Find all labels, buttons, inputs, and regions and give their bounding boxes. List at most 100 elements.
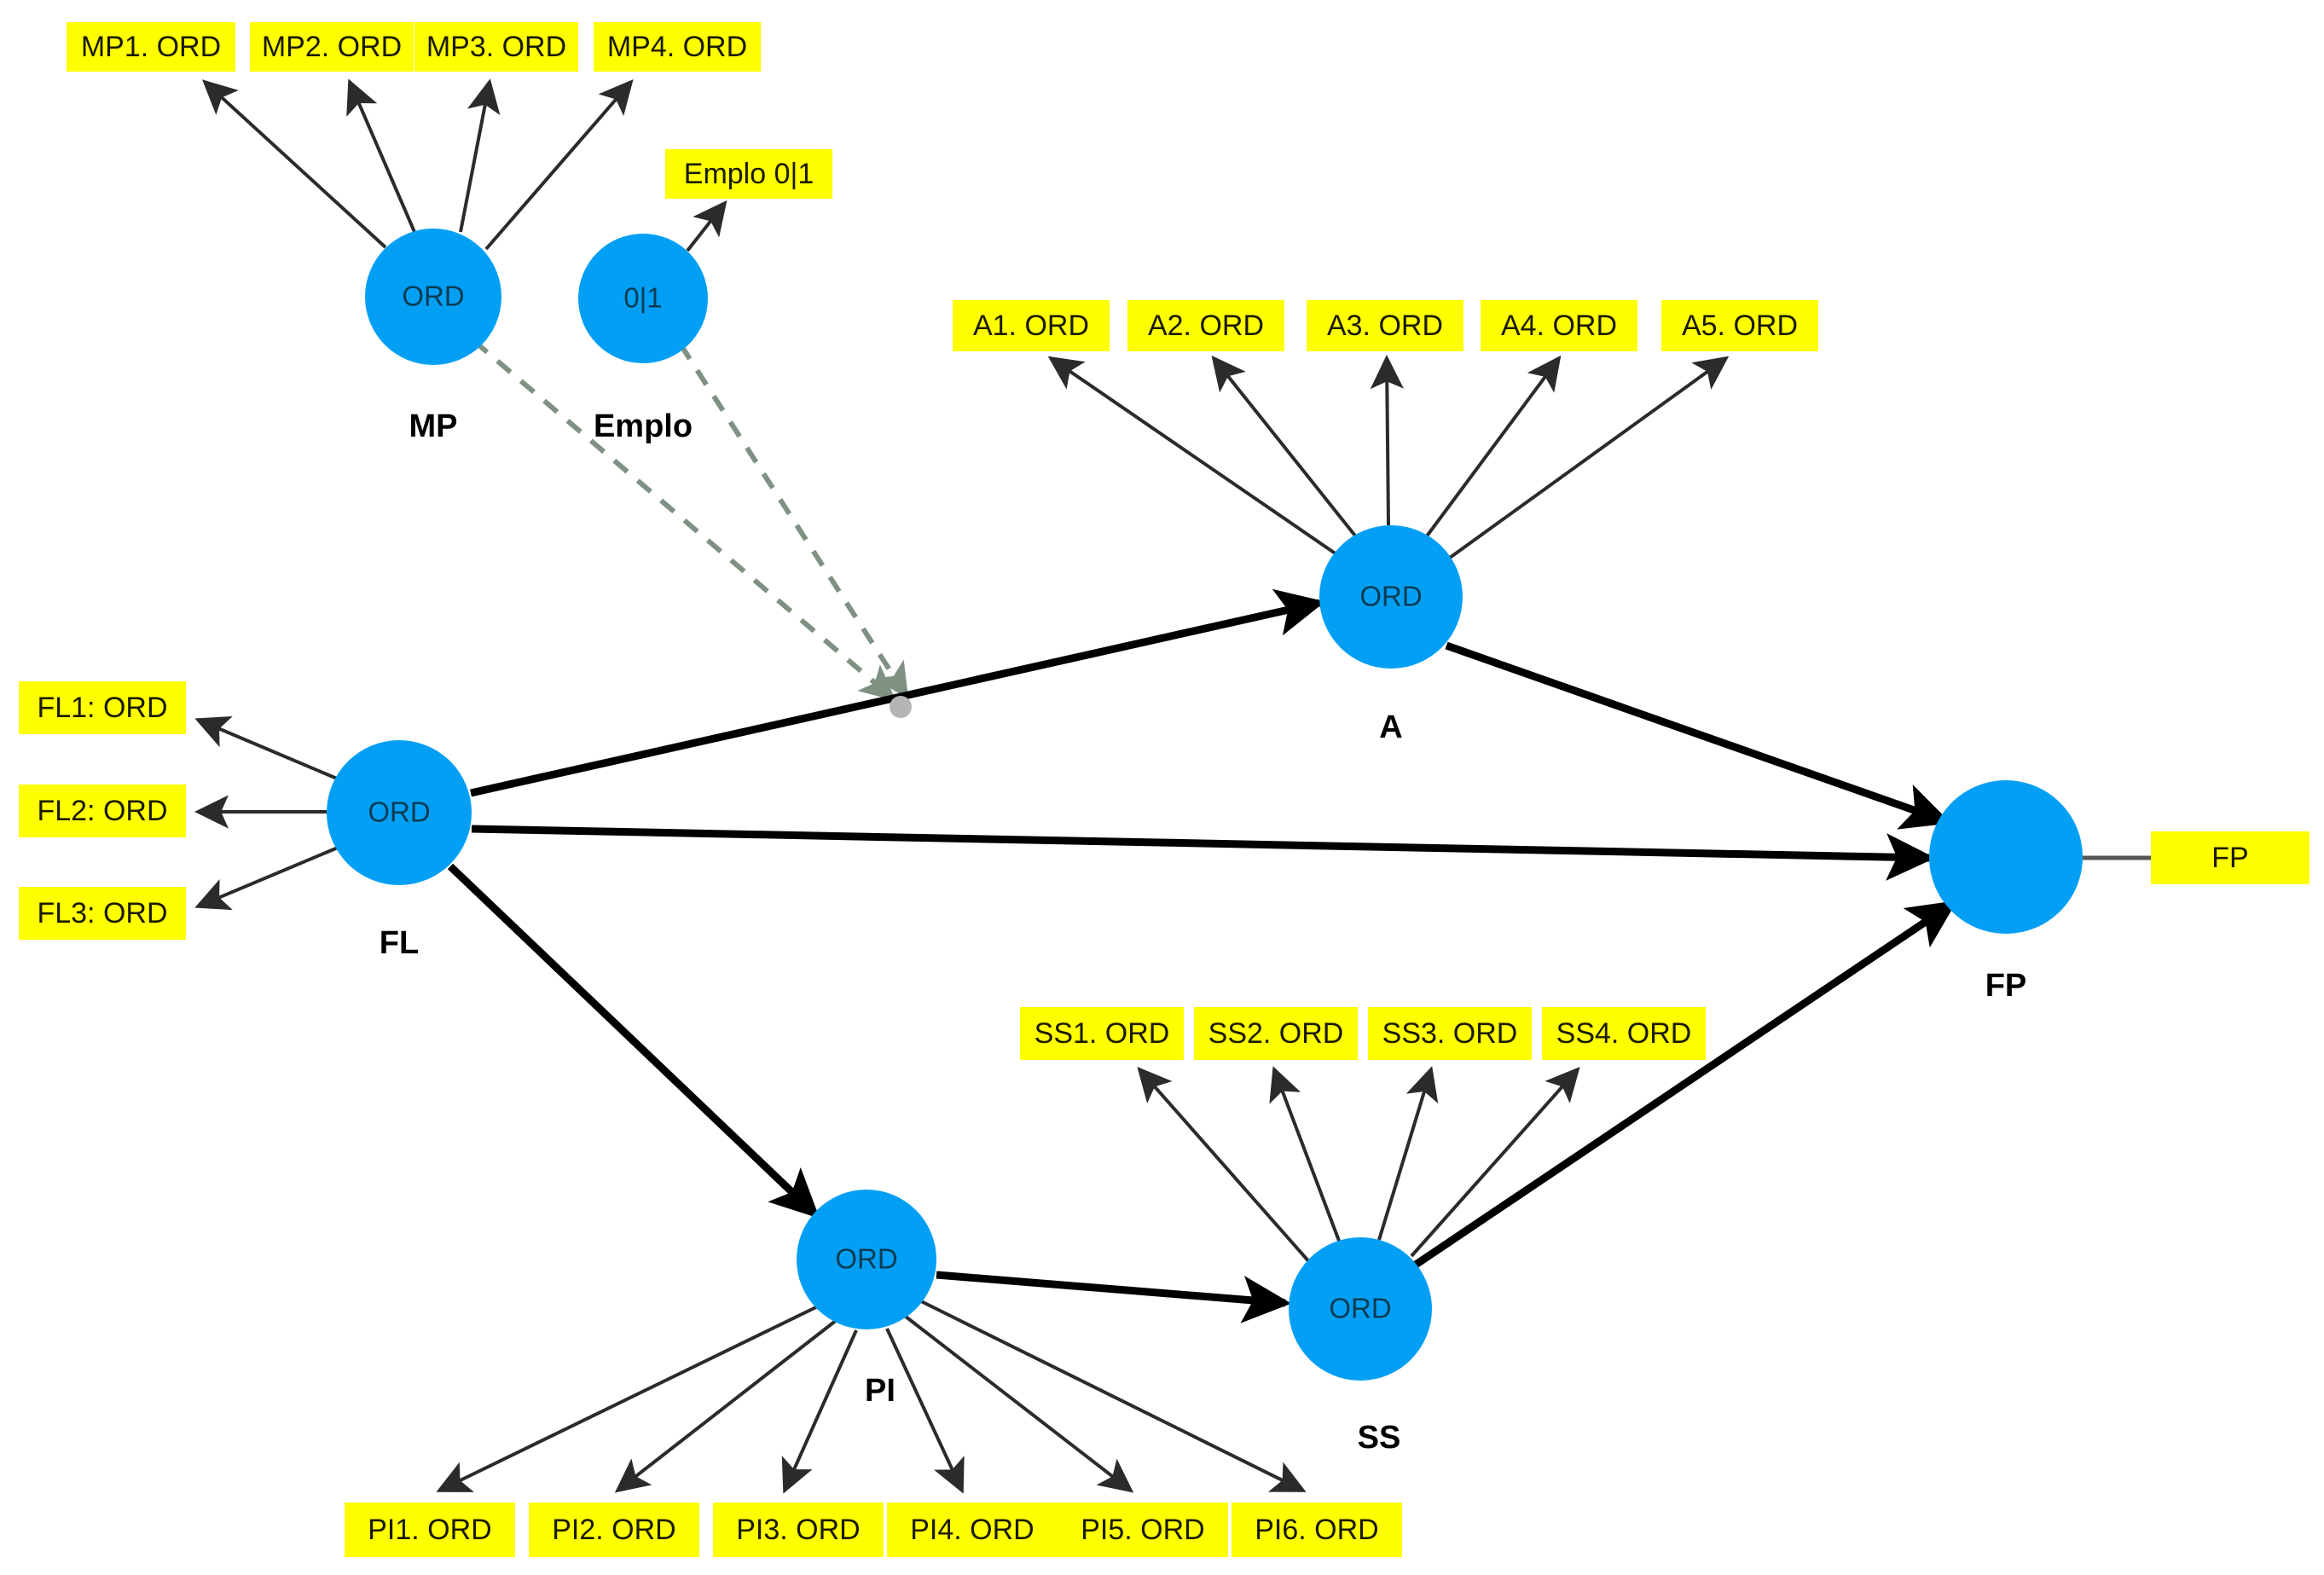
- indicator-box-mp4[interactable]: [594, 22, 761, 72]
- measurement-path-pi-to-pi2: [614, 1318, 838, 1493]
- indicator-box-a2[interactable]: [1127, 300, 1284, 351]
- indicator-pi6[interactable]: PI6. ORD: [1232, 1503, 1402, 1557]
- measurement-path-ss-to-ss1: [1137, 1066, 1313, 1265]
- construct-name-a: A: [1379, 709, 1402, 745]
- measurement-path-pi-to-pi4: [885, 1328, 965, 1494]
- indicator-box-ss2[interactable]: [1194, 1007, 1358, 1060]
- indicator-ss2[interactable]: SS2. ORD: [1194, 1007, 1358, 1060]
- indicator-box-fl1[interactable]: [19, 681, 186, 734]
- construct-fp[interactable]: FP: [1929, 780, 2083, 1004]
- construct-node-emplo[interactable]: [578, 234, 708, 363]
- indicator-fl2[interactable]: FL2: ORD: [19, 785, 186, 837]
- indicator-pi4[interactable]: PI4. ORD: [887, 1503, 1058, 1557]
- indicator-ss4[interactable]: SS4. ORD: [1542, 1007, 1706, 1060]
- indicator-a2[interactable]: A2. ORD: [1127, 300, 1284, 351]
- construct-name-mp: MP: [409, 408, 458, 444]
- indicator-label-pi4: PI4. ORD: [910, 1514, 1034, 1546]
- indicator-label-mp3: MP3. ORD: [426, 31, 566, 63]
- indicator-label-a4: A4. ORD: [1501, 310, 1617, 342]
- measurement-path-pi-to-pi3: [781, 1329, 858, 1494]
- indicator-box-pi6[interactable]: [1232, 1503, 1402, 1557]
- construct-node-ss[interactable]: [1289, 1237, 1432, 1381]
- indicator-box-pi4[interactable]: [887, 1503, 1058, 1557]
- indicator-a3[interactable]: A3. ORD: [1307, 300, 1463, 351]
- indicator-box-a1[interactable]: [953, 300, 1110, 351]
- indicator-label-pi2: PI2. ORD: [552, 1514, 675, 1546]
- indicator-label-fl3: FL3: ORD: [37, 897, 167, 929]
- indicator-fpi[interactable]: FP: [2151, 831, 2310, 884]
- measurement-path-ss-to-ss2: [1269, 1066, 1341, 1242]
- measurement-path-fl-to-fl3: [194, 846, 339, 911]
- moderation-path-mp: [472, 339, 896, 701]
- indicator-box-a3[interactable]: [1307, 300, 1463, 351]
- indicator-mp4[interactable]: MP4. ORD: [594, 22, 761, 72]
- indicator-box-mp3[interactable]: [414, 22, 578, 72]
- construct-node-fl[interactable]: [327, 740, 472, 885]
- indicator-ss1[interactable]: SS1. ORD: [1020, 1007, 1184, 1060]
- indicator-emploi[interactable]: Emplo 0|1: [665, 149, 832, 199]
- indicator-pi5[interactable]: PI5. ORD: [1058, 1503, 1228, 1557]
- construct-inner-label-a: ORD: [1359, 581, 1422, 612]
- indicator-label-mp4: MP4. ORD: [607, 31, 747, 63]
- indicator-box-ss3[interactable]: [1368, 1007, 1532, 1060]
- indicator-box-a5[interactable]: [1661, 300, 1818, 351]
- construct-inner-label-ss: ORD: [1329, 1293, 1391, 1324]
- indicator-box-pi2[interactable]: [529, 1503, 699, 1557]
- indicator-box-pi1[interactable]: [345, 1503, 515, 1557]
- indicator-ss3[interactable]: SS3. ORD: [1368, 1007, 1532, 1060]
- measurement-path-pi-to-pi1: [436, 1303, 822, 1492]
- indicator-mp1[interactable]: MP1. ORD: [67, 22, 235, 72]
- measurement-path-a-to-a1: [1047, 356, 1341, 558]
- indicator-label-fpi: FP: [2211, 842, 2248, 874]
- moderation-path-emplo: [678, 343, 909, 700]
- indicator-box-mp1[interactable]: [67, 22, 235, 72]
- indicator-mp3[interactable]: MP3. ORD: [414, 22, 578, 72]
- construct-node-a[interactable]: [1319, 525, 1463, 669]
- indicator-box-ss1[interactable]: [1020, 1007, 1184, 1060]
- measurement-path-mp-to-mp1: [202, 79, 387, 249]
- indicator-box-pi3[interactable]: [713, 1503, 884, 1557]
- measurement-path-pi-to-pi5: [904, 1315, 1134, 1493]
- indicator-box-emploi[interactable]: [665, 149, 832, 199]
- construct-node-mp[interactable]: [365, 229, 501, 365]
- indicator-label-fl1: FL1: ORD: [37, 692, 167, 724]
- indicator-a1[interactable]: A1. ORD: [953, 300, 1110, 351]
- indicator-box-mp2[interactable]: [250, 22, 414, 72]
- construct-name-pi: PI: [865, 1373, 895, 1409]
- indicator-box-ss4[interactable]: [1542, 1007, 1706, 1060]
- construct-inner-label-emplo: 0|1: [623, 282, 662, 314]
- indicator-a4[interactable]: A4. ORD: [1481, 300, 1637, 351]
- indicator-label-ss4: SS4. ORD: [1556, 1017, 1692, 1050]
- construct-node-pi[interactable]: [797, 1190, 936, 1329]
- indicator-pi2[interactable]: PI2. ORD: [529, 1503, 699, 1557]
- indicator-pi3[interactable]: PI3. ORD: [713, 1503, 884, 1557]
- indicator-mp2[interactable]: MP2. ORD: [250, 22, 414, 72]
- indicator-label-a5: A5. ORD: [1682, 310, 1798, 342]
- indicator-a5[interactable]: A5. ORD: [1661, 300, 1818, 351]
- moderation-interaction-dot[interactable]: [890, 696, 912, 718]
- indicator-box-fl2[interactable]: [19, 785, 186, 837]
- indicator-box-a4[interactable]: [1481, 300, 1637, 351]
- indicator-fl1[interactable]: FL1: ORD: [19, 681, 186, 734]
- measurement-path-mp-to-mp4: [484, 78, 634, 251]
- indicator-box-fl3[interactable]: [19, 887, 186, 940]
- indicator-label-pi5: PI5. ORD: [1081, 1514, 1204, 1546]
- indicator-fl3[interactable]: FL3: ORD: [19, 887, 186, 940]
- indicator-label-pi6: PI6. ORD: [1255, 1514, 1378, 1546]
- structural-path-fl-to-pi: [447, 863, 820, 1219]
- construct-node-fp[interactable]: [1929, 780, 2083, 934]
- indicator-pi1[interactable]: PI1. ORD: [345, 1503, 515, 1557]
- indicator-label-ss2: SS2. ORD: [1208, 1017, 1344, 1050]
- measurement-path-mp-to-mp2: [346, 78, 416, 233]
- construct-a[interactable]: ORD A: [1319, 525, 1463, 745]
- indicator-box-fpi[interactable]: [2151, 831, 2310, 884]
- measurement-path-ss-to-ss3: [1377, 1066, 1439, 1241]
- indicator-box-pi5[interactable]: [1058, 1503, 1228, 1557]
